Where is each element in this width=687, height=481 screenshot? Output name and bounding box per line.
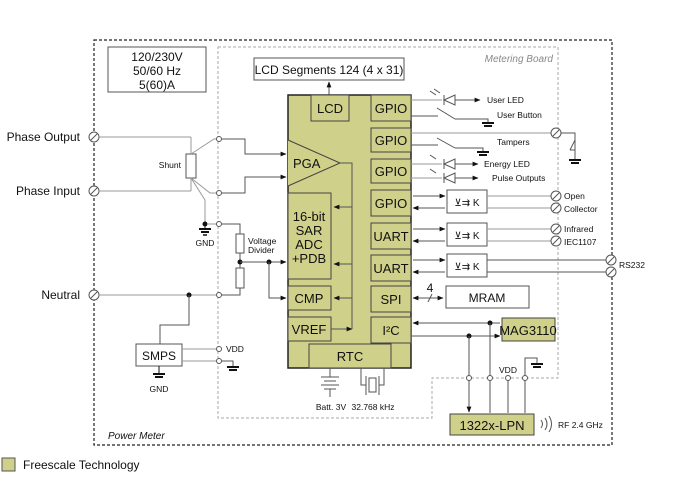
mram-label: MRAM (469, 291, 506, 305)
spi-label: SPI (381, 292, 402, 307)
smps-gnd-label: GND (150, 384, 169, 394)
shunt-resistor (185, 153, 197, 179)
metering-board-boundary (217, 46, 559, 419)
gpio-label: GPIO (375, 101, 408, 116)
optocoupler-1 (446, 189, 488, 214)
user-led-label: User LED (487, 95, 524, 105)
energy-led-icon (429, 154, 456, 170)
uart-block-1: UART (370, 222, 412, 250)
svg-text:⊻⇉ K: ⊻⇉ K (454, 198, 479, 209)
power-meter-boundary (93, 39, 613, 446)
spec-current: 5(60)A (139, 78, 175, 92)
optocoupler-2 (446, 222, 488, 247)
i2c-label: I²C (382, 323, 399, 338)
adc-label-3: ADC (295, 237, 322, 252)
mcu-lcd-label: LCD (317, 101, 343, 116)
gpio-block-3: GPIO (370, 158, 412, 184)
user-button-switch (436, 107, 456, 120)
vdd-label: VDD (226, 344, 244, 354)
user-button-label: User Button (497, 110, 542, 120)
voltage-divider-label-1: Voltage (248, 236, 277, 246)
spec-voltage: 120/230V (131, 50, 182, 64)
mag3110-block (501, 317, 556, 342)
uart-block-2: UART (370, 254, 412, 282)
adc-label-1: 16-bit (293, 209, 326, 224)
spi-block: SPI (370, 285, 412, 313)
gpio-label: GPIO (375, 164, 408, 179)
gpio-block-1: GPIO (370, 94, 412, 122)
user-led-icon (429, 88, 456, 106)
tampers-label: Tampers (497, 137, 530, 147)
voltage-divider-label-2: Divider (248, 245, 275, 255)
energy-led-label: Energy LED (484, 159, 530, 169)
pga-label: PGA (293, 156, 321, 171)
mcu-lcd-block (310, 94, 350, 122)
smps-ground-icon (153, 373, 165, 378)
pulse-outputs-label: Pulse Outputs (492, 173, 545, 183)
vref-label: VREF (292, 322, 327, 337)
pulse-output-led-icon (429, 168, 456, 184)
adc-label-4: +PDB (292, 251, 326, 266)
tamper-switch-ground-icon (477, 151, 489, 156)
smps-label: SMPS (142, 349, 176, 363)
collector-label: Collector (564, 204, 598, 214)
gpio-block-4: GPIO (370, 189, 412, 217)
rf-wave-icon (540, 415, 552, 433)
lpn-1322x-block (449, 413, 535, 436)
crystal-icon (360, 368, 385, 395)
tamper-switch (436, 137, 456, 149)
vref-block (287, 316, 332, 342)
adc-block (287, 192, 332, 280)
shunt-label: Shunt (159, 160, 182, 170)
lcd-segments-box: LCD Segments 124 (4 x 31) (253, 57, 405, 81)
optocoupler-3 (446, 253, 488, 278)
power-meter-label: Power Meter (108, 431, 165, 442)
lpn-vdd-label: VDD (499, 365, 517, 375)
battery-label: Batt. 3V (316, 402, 347, 412)
battery-icon (321, 368, 339, 397)
spec-frequency: 50/60 Hz (133, 64, 181, 78)
spi-bus-width: 4 (427, 281, 434, 295)
open-label: Open (564, 191, 585, 201)
neutral-label: Neutral (41, 288, 80, 302)
infrared-label: Infrared (564, 224, 594, 234)
uart-label: UART (373, 229, 408, 244)
gpio-label: GPIO (375, 196, 408, 211)
mag3110-label: MAG3110 (499, 323, 557, 338)
iec1107-label: IEC1107 (564, 237, 597, 247)
mram-block (445, 285, 530, 309)
gpio-label: GPIO (375, 133, 408, 148)
rtc-label: RTC (337, 349, 363, 364)
voltage-divider-resistor-top (235, 233, 245, 254)
svg-text:⊻⇉ K: ⊻⇉ K (454, 231, 479, 242)
legend-swatch (1, 457, 16, 472)
user-button-ground-icon (482, 122, 494, 127)
svg-text:⊻⇉ K: ⊻⇉ K (454, 262, 479, 273)
cmp-block (287, 285, 332, 311)
spec-box: 120/230V 50/60 Hz 5(60)A (107, 46, 207, 93)
metering-board-label: Metering Board (485, 54, 554, 65)
crystal-label: 32.768 kHz (352, 402, 395, 412)
tamper-ground-icon (569, 159, 581, 164)
phase-output-label: Phase Output (7, 130, 81, 144)
lcd-segments-label: LCD Segments 124 (4 x 31) (255, 63, 404, 77)
phase-input-label: Phase Input (16, 184, 81, 198)
cmp-label: CMP (295, 291, 324, 306)
gpio-block-2: GPIO (370, 127, 412, 153)
legend-label: Freescale Technology (23, 458, 140, 472)
lpn-ground-icon (531, 363, 543, 368)
vdd-ground-icon (227, 366, 239, 371)
i2c-block: I²C (370, 316, 412, 344)
rs232-label: RS232 (619, 260, 645, 270)
uart-label: UART (373, 261, 408, 276)
lpn-1322x-label: 1322x-LPN (459, 418, 524, 433)
voltage-divider-resistor-bottom (235, 267, 245, 289)
adc-label-2: SAR (296, 223, 323, 238)
ground-icon (199, 228, 211, 236)
rf-label: RF 2.4 GHz (558, 420, 603, 430)
gnd-label: GND (196, 238, 215, 248)
rtc-block (308, 343, 392, 369)
